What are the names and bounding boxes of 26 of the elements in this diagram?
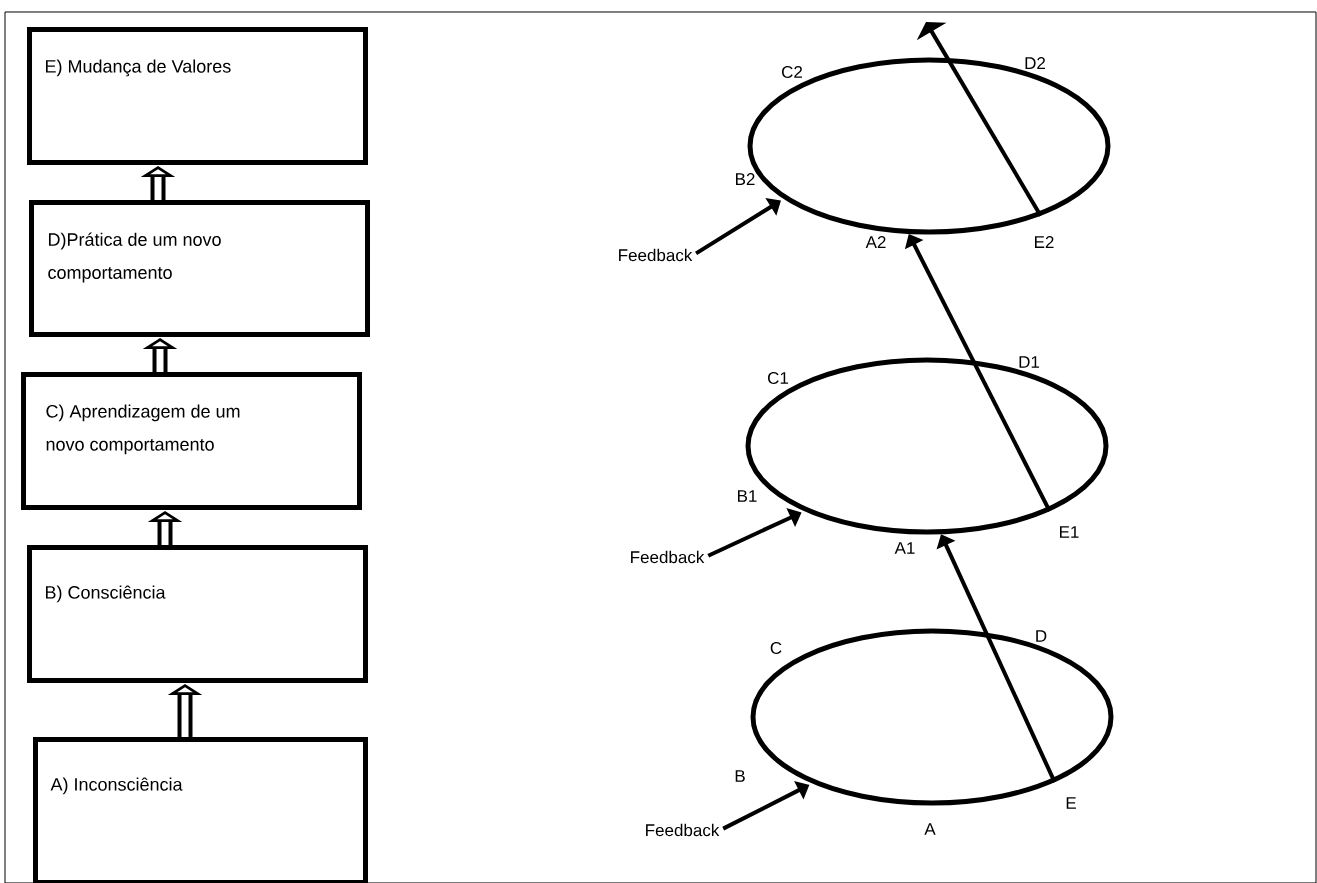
stage-box: A) Inconsciência — [33, 737, 368, 883]
point-label: C1 — [768, 371, 789, 384]
point-label: B2 — [736, 173, 755, 185]
arrow — [936, 534, 1057, 784]
point-label: B1 — [738, 490, 757, 502]
point-label: A2 — [865, 236, 886, 248]
point-label: E1 — [1060, 526, 1079, 538]
point-label: E — [1066, 797, 1076, 809]
point-label: C2 — [782, 65, 802, 78]
stage-box: D)Prática de um novo comportamento — [29, 200, 370, 337]
point-label: D — [1036, 630, 1047, 642]
point-label: A1 — [894, 542, 915, 554]
point-label: D1 — [1019, 356, 1040, 368]
feedback-label: Feedback — [631, 550, 705, 564]
arrow — [695, 198, 781, 256]
point-label: B — [735, 770, 745, 782]
arrow — [916, 22, 1043, 217]
point-label: A — [924, 823, 936, 835]
point-label: E2 — [1035, 236, 1054, 248]
stage-box: C) Aprendizagem de um novo comportamento — [21, 372, 362, 510]
stage-box: E) Mudança de Valores — [27, 27, 368, 165]
point-label: C — [770, 641, 782, 654]
point-label: D2 — [1025, 57, 1045, 69]
stage-box: B) Consciência — [27, 545, 368, 683]
feedback-label: Feedback — [646, 823, 720, 837]
feedback-label: Feedback — [619, 248, 693, 262]
